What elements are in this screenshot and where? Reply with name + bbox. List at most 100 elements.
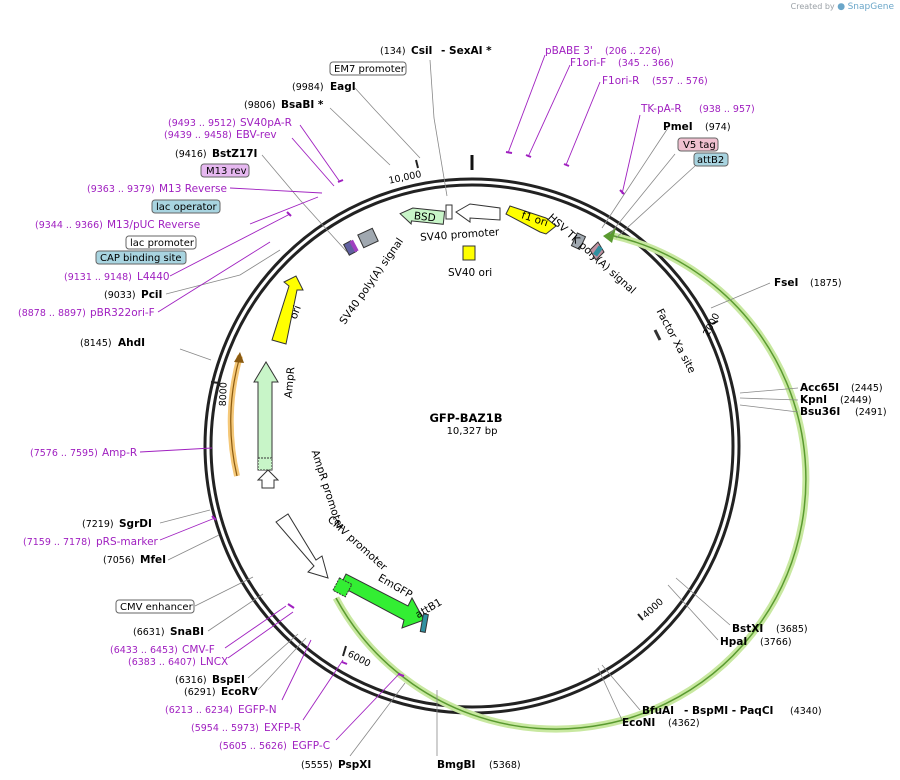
primer-tick-10 — [397, 673, 405, 677]
site-bfuai-extra: - BspMI - PaqCI — [684, 705, 773, 717]
tick-8000: 8000 — [218, 382, 230, 407]
bsd-feature — [399, 207, 446, 225]
box-v5-label: V5 tag — [683, 140, 716, 151]
leader-pspxi — [349, 682, 406, 757]
primer-egfp-c-pos: (5605 .. 5626) — [219, 741, 287, 752]
leader-pcii — [165, 249, 281, 295]
site-bsu36i-pos: (2491) — [855, 407, 887, 418]
primer-ebv-rev-pos: (9439 .. 9458) — [164, 130, 232, 141]
leader-pmei — [601, 127, 669, 229]
box-lac-operator-label: lac operator — [156, 202, 217, 213]
box-m13rev-label: M13 rev — [206, 166, 247, 177]
primer-m13puc-pos: (9344 .. 9366) — [35, 220, 103, 231]
leader-m13rev — [229, 187, 323, 194]
site-snabi: SnaBI — [170, 626, 204, 638]
box-lac-promoter — [125, 235, 197, 250]
ampr-feature — [253, 361, 279, 471]
site-ecorv-pos: (6291) — [184, 687, 216, 698]
primer-f1ori-f-pos: (345 .. 366) — [618, 58, 674, 69]
primer-pbr322: pBR322ori-F — [90, 307, 155, 319]
site-mfei: MfeI — [140, 554, 166, 566]
site-fsei: FseI — [774, 277, 798, 289]
leader-bspei — [247, 633, 299, 679]
leader-ebv-rev — [291, 137, 335, 187]
site-pspxi-pos: (5555) — [301, 760, 333, 771]
primer-pbabe3-pos: (206 .. 226) — [605, 46, 661, 57]
site-acc65i-pos: (2445) — [851, 383, 883, 394]
leader-bfuai — [601, 664, 641, 711]
leader-l4440 — [169, 213, 291, 277]
site-bsabi: BsaBI * — [281, 99, 324, 111]
lac-cluster-marker-2 — [349, 239, 359, 253]
site-ahdi-pos: (8145) — [80, 338, 112, 349]
site-hpai-pos: (3766) — [760, 637, 792, 648]
site-hpai: HpaI — [720, 636, 747, 648]
primer-l4440: L4440 — [137, 271, 170, 283]
primer-m13puc: M13/pUC Reverse — [107, 219, 200, 231]
site-leader-lines — [159, 59, 799, 757]
leader-bsu36i — [739, 404, 799, 413]
leader-bstz17i — [261, 154, 348, 253]
box-m13rev — [200, 163, 250, 178]
leader-m13puc — [249, 196, 319, 225]
site-sgrdi: SgrDI — [119, 518, 152, 530]
site-csii: CsiI — [411, 45, 432, 57]
ori-label: ori — [288, 304, 304, 321]
tick-4000-mark — [637, 613, 644, 621]
site-fsei-pos: (1875) — [810, 278, 842, 289]
amp-side-arc-core — [230, 355, 241, 477]
primer-tick-8 — [287, 603, 295, 609]
leader-csii — [429, 59, 448, 197]
site-bstz17i-pos: (9416) — [175, 149, 207, 160]
primer-lncx-pos: (6383 .. 6407) — [128, 657, 196, 668]
site-econi-pos: (4362) — [668, 718, 700, 729]
box-cap-site — [95, 250, 187, 265]
site-bmgbi-pos: (5368) — [489, 760, 521, 771]
primer-prs-marker-pos: (7159 .. 7178) — [23, 537, 91, 548]
site-bstxi-pos: (3685) — [776, 624, 808, 635]
box-attb2 — [693, 152, 729, 167]
leader-snabi — [207, 593, 264, 632]
sv40-promoter-feature — [455, 203, 501, 223]
primer-tick-3 — [563, 163, 570, 167]
emgfp-feature-tail — [332, 577, 353, 598]
primer-tk-pa-r: TK-pA-R — [640, 103, 682, 115]
leader-sgrdi — [159, 509, 211, 524]
primer-m13rev-pos: (9363 .. 9379) — [87, 184, 155, 195]
leader-f1ori-f — [527, 64, 571, 158]
sv40-polya-feature — [357, 227, 379, 249]
cmv-promoter-label: CMV promoter — [325, 514, 390, 574]
emgfp-feature — [339, 573, 425, 629]
primer-tick-6 — [286, 211, 292, 217]
leader-ecorv — [257, 637, 307, 691]
leader-eagi — [354, 87, 421, 159]
primer-sv40pa-r-pos: (9493 .. 9512) — [168, 118, 236, 129]
ampr-feature-tail — [257, 457, 273, 471]
factor-xa-marker — [653, 329, 662, 341]
backbone-inner-ring — [209, 183, 735, 709]
tick-4000: 4000 — [641, 597, 666, 621]
primer-ticks — [211, 151, 625, 677]
snapgene-logo-icon: ● — [837, 2, 846, 12]
primer-tk-pa-r-pos: (938 .. 957) — [699, 104, 755, 115]
leader-exfp-r — [302, 659, 344, 721]
snapgene-credit: Created by ● SnapGene — [791, 2, 894, 12]
attb1-label: attB1 — [413, 596, 444, 621]
tick-6000-mark — [342, 645, 347, 657]
site-snabi-pos: (6631) — [133, 627, 165, 638]
box-v5 — [677, 137, 719, 152]
site-eagi: EagI — [330, 81, 356, 93]
site-bstxi: BstXI — [732, 623, 763, 635]
primer-f1ori-r-pos: (557 .. 576) — [652, 76, 708, 87]
hsv-tk-polya-label: HSV TK poly(A) signal — [545, 212, 638, 297]
hsv-tk-polya-feature — [570, 232, 587, 251]
primer-tick-7 — [211, 515, 217, 521]
box-attb2-label: attB2 — [697, 155, 724, 166]
bsd-label: BSD — [413, 210, 436, 224]
site-pcii: PciI — [141, 289, 162, 301]
site-bstz17i: BstZ17I — [212, 148, 257, 160]
leader-acc65i — [739, 387, 799, 394]
site-bspei: BspEI — [212, 674, 245, 686]
leader-sv40pa-r — [299, 124, 341, 183]
